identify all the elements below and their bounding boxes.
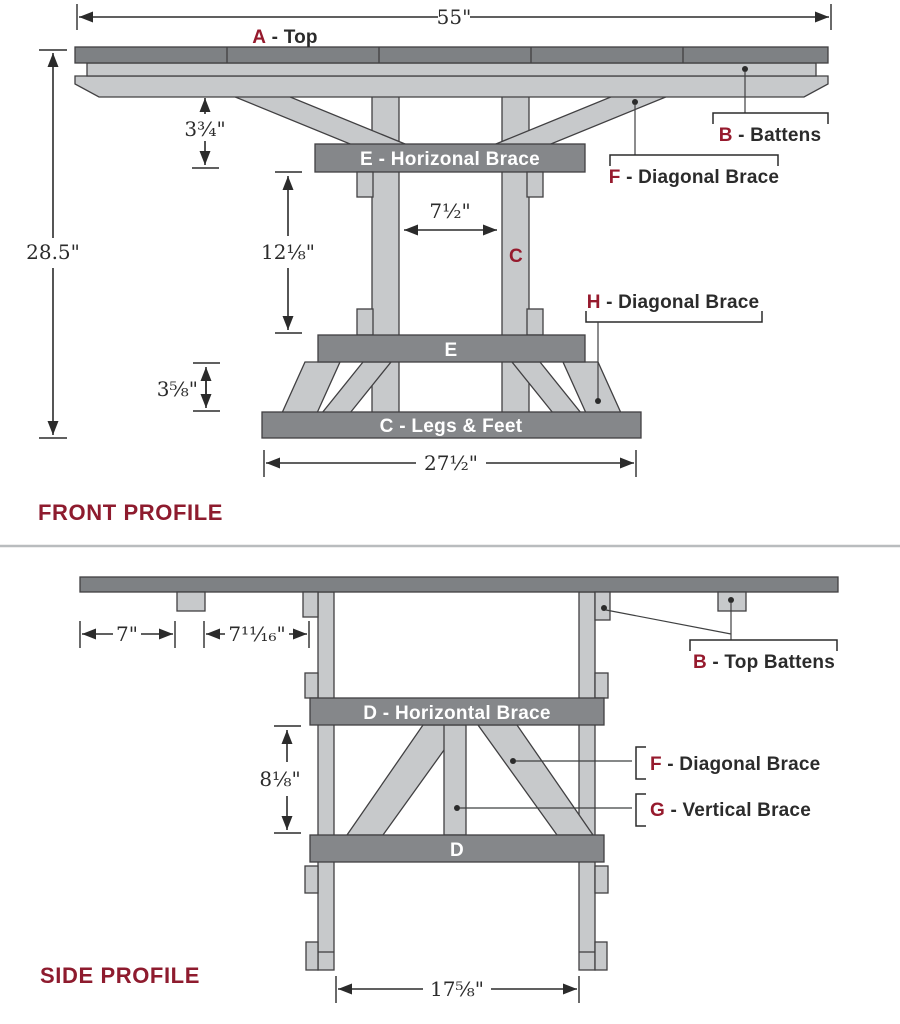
c-feet-label: C - Legs & Feet	[380, 416, 523, 437]
d-foot-bar	[309, 834, 605, 863]
foot-tab-left	[304, 865, 319, 894]
h-bracket	[585, 311, 763, 323]
side-f-bracket	[635, 746, 646, 780]
mid-block-left	[304, 672, 319, 699]
dim-285-label: 28.5"	[26, 240, 80, 264]
label-h-diagonal: H - Diagonal Brace	[587, 292, 760, 313]
side-f-dot	[510, 758, 516, 764]
side-diagonal-right	[476, 724, 595, 836]
dim-2712-label: 27½"	[424, 451, 478, 475]
h-leader-dot	[595, 398, 601, 404]
front-f-bracket	[609, 154, 779, 166]
side-g-bracket	[635, 793, 646, 827]
side-profile: D - Horizontal Brace D 7" 7¹¹⁄₁₆" B - To…	[40, 576, 839, 1003]
dim-712-label: 7½"	[429, 199, 470, 223]
dim-358-label: 3⅝"	[157, 377, 198, 401]
e-stretcher-label: E	[445, 340, 458, 361]
tabletop-batten-strip	[86, 62, 817, 77]
side-vertical-brace	[443, 724, 467, 836]
dim-818-label: 8⅛"	[259, 767, 300, 791]
tabletop-apron-bevel	[74, 75, 829, 98]
dim-1218-label: 12⅛"	[261, 240, 315, 264]
stretcher-tab-right	[526, 308, 544, 336]
label-f-diagonal-front: F - Diagonal Brace	[609, 167, 779, 188]
tabletop-planks	[74, 46, 829, 64]
e-horizontal-brace-label: E - Horizonal Brace	[360, 149, 540, 170]
dim-7-label: 7"	[116, 622, 138, 646]
side-profile-title: SIDE PROFILE	[40, 963, 200, 988]
label-a-top: A - Top	[252, 27, 317, 48]
d-horizontal-brace-label: D - Horizontal Brace	[363, 703, 551, 724]
mid-block-right	[594, 672, 609, 699]
label-g-vertical: G - Vertical Brace	[650, 800, 811, 821]
front-profile: E - Horizonal Brace E C - Legs & Feet 55…	[26, 4, 832, 525]
label-c-leg: C	[509, 246, 523, 267]
top-battens-dot-right	[728, 597, 734, 603]
side-leg-right	[578, 591, 596, 971]
brace-tab-left	[356, 171, 374, 198]
label-b-battens: B - Battens	[719, 125, 822, 146]
d-foot-label: D	[450, 840, 464, 861]
side-g-dot	[454, 805, 460, 811]
dim-71116-label: 7¹¹⁄₁₆"	[228, 622, 285, 646]
top-batten-at-left-leg	[302, 591, 319, 618]
foot-tab-right	[594, 865, 609, 894]
top-batten-outer-left	[176, 591, 206, 612]
front-profile-title: FRONT PROFILE	[38, 500, 223, 525]
c-feet-bar	[261, 411, 642, 439]
dim-1758-label: 17⅝"	[430, 977, 484, 1001]
battens-leader-dot	[742, 66, 748, 72]
battens-bracket	[712, 112, 829, 124]
foot-block-left	[305, 941, 319, 971]
front-f-leader-dot	[632, 99, 638, 105]
label-f-diagonal-side: F - Diagonal Brace	[650, 754, 820, 775]
e-horizontal-brace-bar	[314, 143, 586, 173]
top-battens-dot-left	[601, 605, 607, 611]
stretcher-tab-left	[356, 308, 374, 336]
e-stretcher-bar	[317, 334, 586, 363]
top-battens-leader-slant	[605, 609, 732, 635]
foot-block-right	[594, 941, 608, 971]
side-tabletop	[79, 576, 839, 593]
dim-334-label: 3¾"	[184, 117, 225, 141]
dim-55-label: 55"	[437, 5, 472, 29]
d-horizontal-brace-bar	[309, 697, 605, 726]
side-leg-left	[317, 591, 335, 971]
brace-tab-right	[526, 171, 544, 198]
label-b-top-battens: B - Top Battens	[693, 652, 835, 673]
top-battens-bracket	[689, 639, 838, 651]
